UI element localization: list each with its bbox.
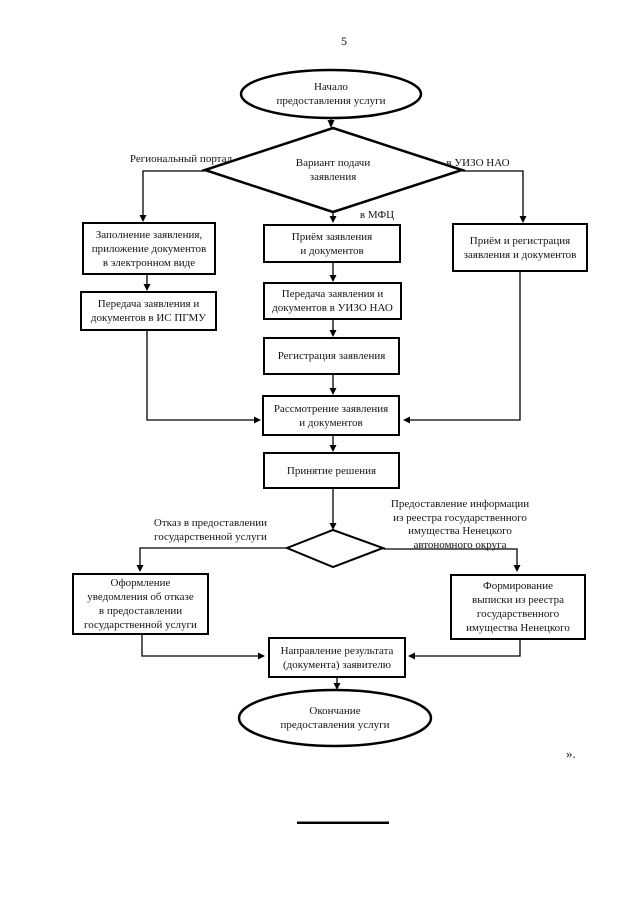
node-fill-application: Заполнение заявления, приложение докумен… [82, 222, 216, 275]
arrowhead [329, 523, 337, 530]
arrowhead [254, 416, 261, 424]
connector-refusal-branch [139, 547, 287, 567]
arrowhead [329, 445, 337, 452]
arrowhead [143, 284, 151, 291]
arrowhead [258, 652, 265, 660]
start-terminal-shape [239, 68, 423, 120]
page-number: 5 [341, 34, 347, 48]
edge-label-regional-portal: Региональный портал [129, 153, 233, 165]
edge-label-to-uizo: в УИЗО НАО [446, 157, 510, 169]
footnote-rule [297, 821, 389, 824]
decision2-diamond-shape [284, 528, 386, 569]
node-form-extract: Формирование выписки из реестра государс… [450, 574, 586, 640]
edge-label-to-mfc: в МФЦ [359, 209, 395, 221]
arrowhead [329, 388, 337, 395]
node-end: Окончание предоставления услуги [280, 705, 390, 731]
arrowhead [333, 683, 341, 690]
arrowhead [329, 330, 337, 337]
edge-label-provide-info: Предоставление информации из реестра гос… [390, 498, 530, 551]
node-start: Начало предоставления услуги [276, 81, 386, 107]
connector-transferpgmu-review [146, 331, 255, 421]
arrowhead [403, 416, 410, 424]
decision1-diamond-shape [200, 126, 467, 214]
arrowhead [136, 565, 144, 572]
connector-receivereg-review [409, 272, 521, 421]
node-transfer-uizo: Передача заявления и документов в УИЗО Н… [263, 282, 402, 320]
connector-portal-branch [142, 170, 205, 216]
node-transfer-pgmu: Передача заявления и документов в ИС ПГМ… [80, 291, 217, 331]
node-refusal-notice: Оформление уведомления об отказе в предо… [72, 573, 209, 635]
connector-uizo-branch [462, 170, 524, 217]
edge-label-refusal: Отказ в предоставлении государственной у… [153, 517, 268, 543]
node-decision1: Вариант подачи заявления [295, 157, 371, 183]
node-register: Регистрация заявления [263, 337, 400, 375]
arrowhead [408, 652, 415, 660]
arrowhead [329, 216, 337, 223]
node-receive-docs: Приём заявления и документов [263, 224, 401, 263]
arrowhead [327, 120, 335, 128]
node-send-result: Направление результата (документа) заяви… [268, 637, 406, 678]
connector-extract-result [413, 640, 521, 657]
arrowhead [329, 275, 337, 282]
closing-quote-mark: ». [566, 746, 576, 761]
connector-refusalnotice-result [141, 635, 259, 657]
connector-provide-branch [383, 548, 518, 567]
node-decide: Принятие решения [263, 452, 400, 489]
arrowhead [139, 215, 147, 222]
node-review: Рассмотрение заявления и документов [262, 395, 400, 436]
end-terminal-shape [237, 688, 433, 748]
node-receive-register: Приём и регистрация заявления и документ… [452, 223, 588, 272]
arrowhead [519, 216, 527, 223]
arrowhead [513, 565, 521, 572]
